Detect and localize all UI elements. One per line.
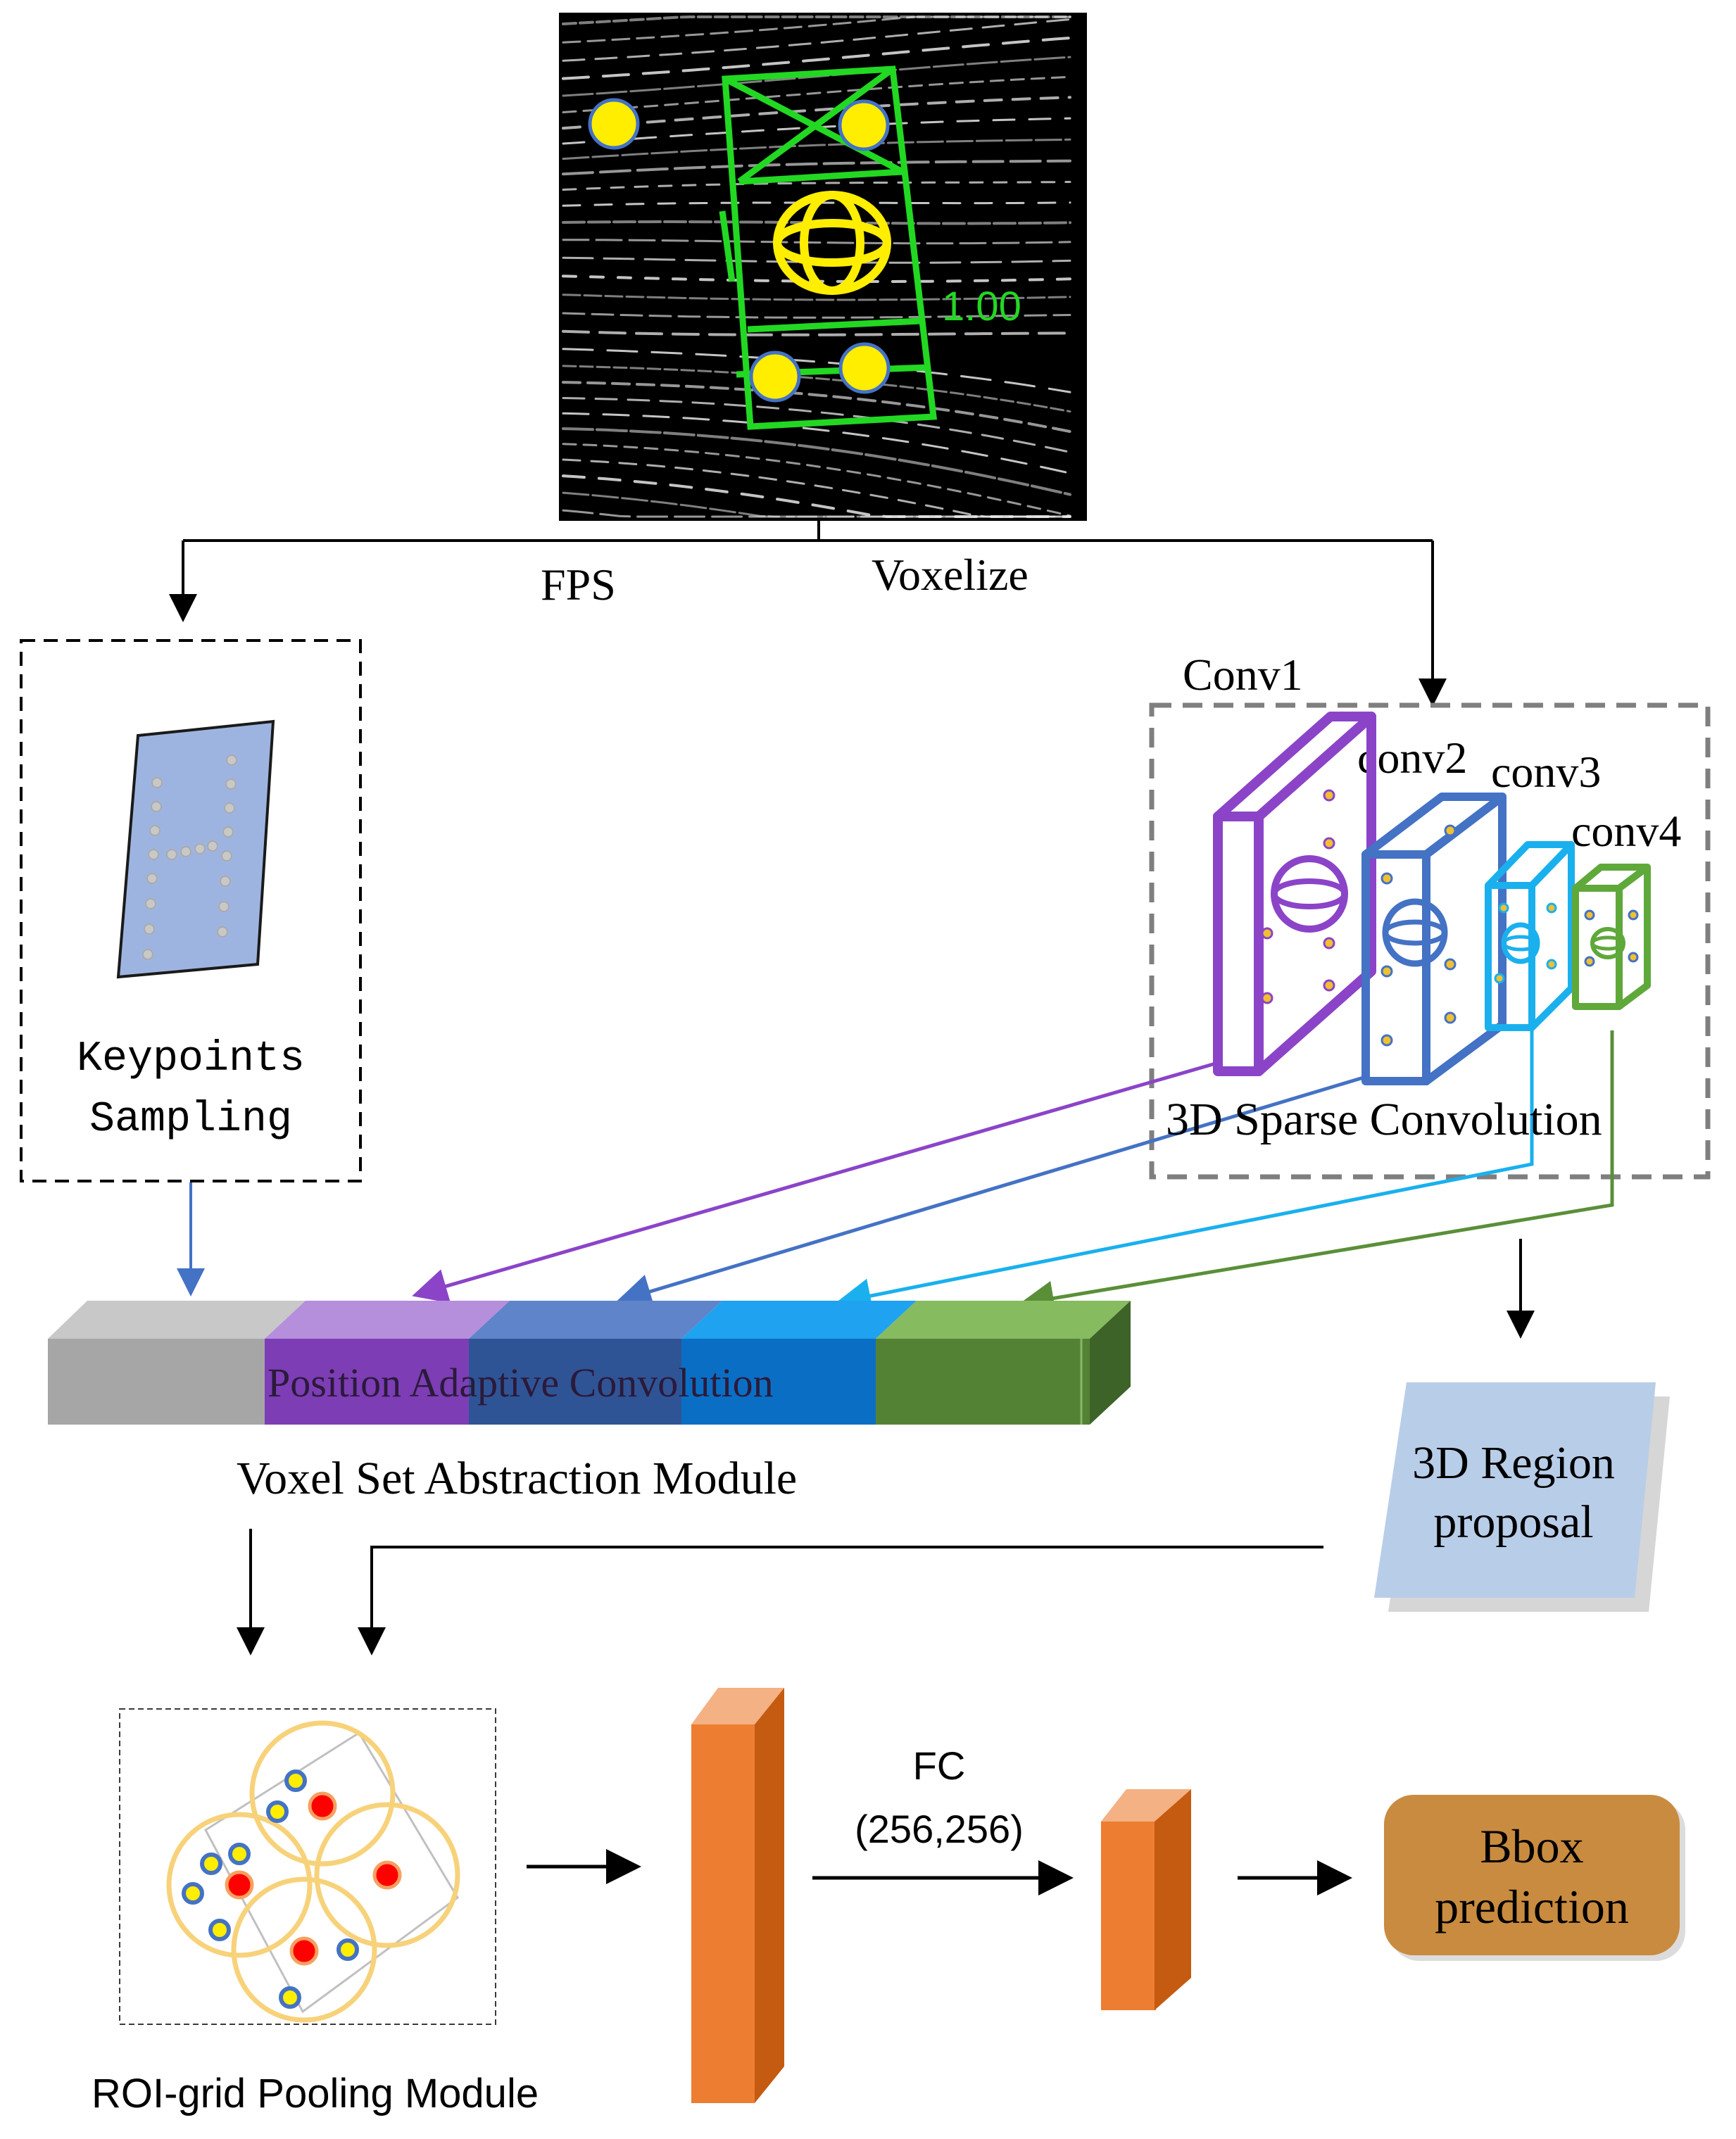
lidar-scan-line — [562, 294, 1071, 301]
sparse-convolution-label: 3D Sparse Convolution — [1166, 1094, 1602, 1145]
lidar-scan-line — [562, 443, 1071, 517]
vsa-feature-bar — [48, 1301, 1131, 1425]
region-proposal-box: 3D Region proposal — [1374, 1382, 1670, 1612]
conv4-block — [1572, 864, 1651, 1010]
bbox-label-line2: prediction — [1435, 1880, 1629, 1933]
conv1-block — [1213, 712, 1376, 1076]
keypoint-dots — [588, 98, 891, 403]
small-feature-block — [1101, 1789, 1191, 2010]
fps-voxelize-connector — [169, 521, 1447, 707]
sparse-convolution-box: Conv1 conv2 conv3 conv4 — [1149, 650, 1711, 1180]
lidar-scan-line — [562, 15, 1071, 44]
lidar-scan-line — [562, 509, 1071, 518]
vsa-label: Voxel Set Abstraction Module — [237, 1453, 797, 1504]
bbox-label-line1: Bbox — [1480, 1819, 1583, 1873]
lidar-scan-line — [562, 381, 1071, 434]
conv1-label: Conv1 — [1183, 650, 1303, 700]
fc-label-line2: (256,256) — [855, 1807, 1024, 1851]
keypoints-label-line1: Keypoints — [77, 1035, 305, 1083]
roi-pool-label: ROI-grid Pooling Module — [92, 2071, 539, 2116]
lidar-scan-line — [562, 75, 1071, 113]
lidar-scan-line — [562, 312, 1071, 319]
sampled-point-dots — [142, 755, 237, 960]
lidar-scan-line — [562, 329, 1071, 336]
bbox-prediction-box: Bbox prediction — [1384, 1795, 1685, 1961]
conv2-block — [1361, 793, 1507, 1085]
conv1-arrow — [412, 1061, 1219, 1304]
conv3-label: conv3 — [1491, 747, 1601, 797]
lidar-scan-line — [562, 18, 1071, 62]
lidar-scan-line — [562, 412, 1071, 474]
roi-grid-pooling-box — [119, 1708, 496, 2025]
conv2-arrow — [616, 1075, 1366, 1309]
region-label-line2: proposal — [1433, 1496, 1593, 1548]
lidar-scan-line — [562, 397, 1071, 453]
yellow-sphere-icon — [773, 191, 891, 295]
roi-grid-centers — [225, 1791, 402, 1966]
region-to-roi-arrow — [358, 1546, 1323, 1655]
keypoints-label-line2: Sampling — [89, 1096, 292, 1144]
conv3-arrow — [836, 1021, 1534, 1313]
roi-grid-circles — [166, 1720, 460, 2023]
voxelize-label: Voxelize — [872, 550, 1029, 600]
pac-label: Position Adaptive Convolution — [268, 1360, 774, 1406]
keypoints-sampling-box: Keypoints Sampling — [20, 639, 362, 1182]
lidar-scan-line — [562, 96, 1071, 130]
lidar-point-cloud-image: 1.00 — [559, 13, 1087, 521]
roi-sampled-keypoints — [182, 1769, 359, 2009]
region-label-line1: 3D Region — [1412, 1437, 1615, 1489]
lidar-scan-line — [562, 159, 1071, 176]
fc-label-line1: FC — [913, 1743, 966, 1788]
conv-to-vsa-arrows — [412, 1021, 1614, 1316]
fps-label: FPS — [541, 560, 616, 610]
conv4-arrow — [1019, 1030, 1614, 1316]
lidar-scan-line — [562, 427, 1071, 496]
voxel-feature-dots — [1261, 789, 1639, 1047]
lidar-scan-line — [562, 138, 1071, 160]
lidar-scan-line — [562, 348, 1071, 393]
lidar-scan-line — [562, 365, 1071, 413]
lidar-scan-line — [562, 474, 1071, 518]
lidar-scan-line — [562, 181, 1071, 191]
large-feature-block — [691, 1688, 784, 2103]
conv4-label: conv4 — [1571, 806, 1681, 856]
confidence-score: 1.00 — [942, 284, 1021, 329]
lidar-scan-line — [562, 36, 1071, 80]
lidar-scan-line — [562, 239, 1071, 245]
